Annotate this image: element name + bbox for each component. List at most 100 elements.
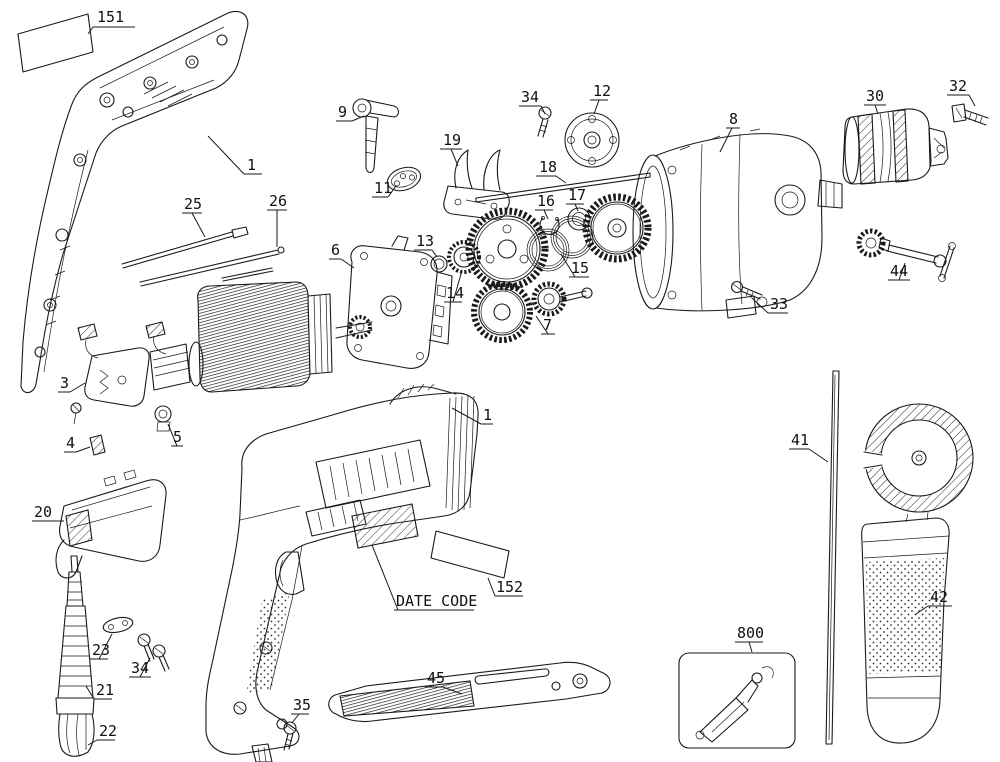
part-brush-assembly-drawing xyxy=(70,321,172,456)
leader-4 xyxy=(64,446,91,453)
part-label-7: 7 xyxy=(543,316,552,334)
leader-11 xyxy=(372,185,397,198)
part-label-45: 45 xyxy=(427,669,445,687)
part-9-drawing xyxy=(352,98,400,174)
leader-33 xyxy=(751,297,788,314)
part-label-11: 11 xyxy=(374,179,392,197)
part-7-gear-cluster-drawing xyxy=(471,281,593,343)
leader-14 xyxy=(444,273,462,303)
part-label-13: 13 xyxy=(416,232,434,250)
leader-12 xyxy=(590,99,608,115)
leader-13 xyxy=(414,249,438,258)
part-34-screw-top-drawing xyxy=(537,106,552,138)
part-label-1-housing: 1 xyxy=(247,156,256,174)
leader-lines xyxy=(32,26,976,746)
leader-42 xyxy=(915,605,952,615)
leader-19 xyxy=(440,148,462,167)
part-label-17: 17 xyxy=(568,186,586,204)
part-label-33: 33 xyxy=(770,295,788,313)
part-rod-26-drawing xyxy=(139,246,285,287)
part-label-34-top: 34 xyxy=(521,88,539,106)
leader-35 xyxy=(291,713,309,724)
leader-34-lower xyxy=(129,657,151,678)
part-label-3: 3 xyxy=(60,374,69,392)
leader-30 xyxy=(864,104,886,115)
leader-6 xyxy=(329,258,355,269)
leader-41 xyxy=(789,448,829,463)
part-12-drawing xyxy=(564,112,620,168)
part-label-4: 4 xyxy=(66,434,75,452)
part-label-30: 30 xyxy=(866,87,884,105)
leader-9 xyxy=(336,115,365,122)
leader-23 xyxy=(90,633,113,660)
part-label-8: 8 xyxy=(729,110,738,128)
leader-8 xyxy=(719,127,740,153)
part-19-drawing xyxy=(443,149,510,220)
part-springs-drawing xyxy=(526,215,594,272)
leader-15 xyxy=(560,253,589,278)
part-assembled-drill-drawing xyxy=(205,383,479,762)
part-label-19: 19 xyxy=(443,131,461,149)
part-41-rod-drawing xyxy=(825,370,840,745)
leader-17 xyxy=(566,203,584,212)
leader-7 xyxy=(535,315,555,335)
leader-800 xyxy=(735,641,763,653)
leader-44 xyxy=(888,262,910,281)
part-gear-right-drawing xyxy=(582,193,652,263)
part-11-drawing xyxy=(386,166,422,192)
part-armature-drawing xyxy=(149,281,373,393)
part-label-15: 15 xyxy=(571,259,589,277)
part-45-wrench-drawing xyxy=(328,661,611,723)
leader-1-drill xyxy=(451,407,493,425)
leader-1-housing xyxy=(207,135,262,175)
part-label-14: 14 xyxy=(446,284,464,302)
part-6-plate-drawing xyxy=(346,235,453,369)
part-label-152: 152 xyxy=(496,578,523,596)
part-ring-gear-drawing xyxy=(465,207,549,291)
part-label-26: 26 xyxy=(269,192,287,210)
leader-5 xyxy=(167,423,183,447)
part-30-chuck-drawing xyxy=(842,108,949,185)
part-34-screws-lower-drawing xyxy=(137,633,170,672)
part-label-12: 12 xyxy=(593,82,611,100)
part-label-800: 800 xyxy=(737,624,764,642)
part-label-20: 20 xyxy=(34,503,52,521)
part-18-shaft-drawing xyxy=(475,172,651,203)
leader-32 xyxy=(947,94,976,107)
leader-152 xyxy=(487,577,523,597)
part-label-151: 151 xyxy=(97,8,124,26)
leader-18 xyxy=(536,175,567,184)
leader-16 xyxy=(535,209,553,220)
part-label-42: 42 xyxy=(930,588,948,606)
part-20-switch-drawing xyxy=(55,469,167,579)
part-label-1-drill: 1 xyxy=(483,406,492,424)
part-label-16: 16 xyxy=(537,192,555,210)
part-labels: 151 1 9 34 12 30 32 8 19 11 18 16 17 25 … xyxy=(34,8,967,740)
part-label-21: 21 xyxy=(96,681,114,699)
part-44-chuck-key-drawing xyxy=(856,228,956,282)
part-nameplate-151-drawing xyxy=(17,13,94,73)
part-label-9: 9 xyxy=(338,103,347,121)
part-32-screw-drawing xyxy=(951,103,989,126)
part-14-bevel-gear-drawing xyxy=(447,240,481,274)
part-label-plate-152-drawing xyxy=(430,530,510,579)
leader-date-code xyxy=(371,544,474,611)
leader-26 xyxy=(267,209,287,247)
part-label-5: 5 xyxy=(173,428,182,446)
part-label-22: 22 xyxy=(99,722,117,740)
part-label-6: 6 xyxy=(331,241,340,259)
part-33-screw-drawing xyxy=(730,280,763,300)
part-8-gear-housing-drawing xyxy=(632,128,843,319)
part-22-cord-drawing xyxy=(58,713,95,757)
part-35-screw-drawing xyxy=(283,721,297,751)
part-42-side-handle-drawing xyxy=(861,403,974,744)
leader-34-top xyxy=(519,105,546,115)
part-motor-housing-drawing xyxy=(20,10,249,394)
part-label-18: 18 xyxy=(539,158,557,176)
leader-25 xyxy=(182,212,206,238)
leader-45 xyxy=(425,686,463,695)
leader-22 xyxy=(87,739,115,746)
date-code-label: DATE CODE xyxy=(396,592,477,610)
part-label-23: 23 xyxy=(92,641,110,659)
